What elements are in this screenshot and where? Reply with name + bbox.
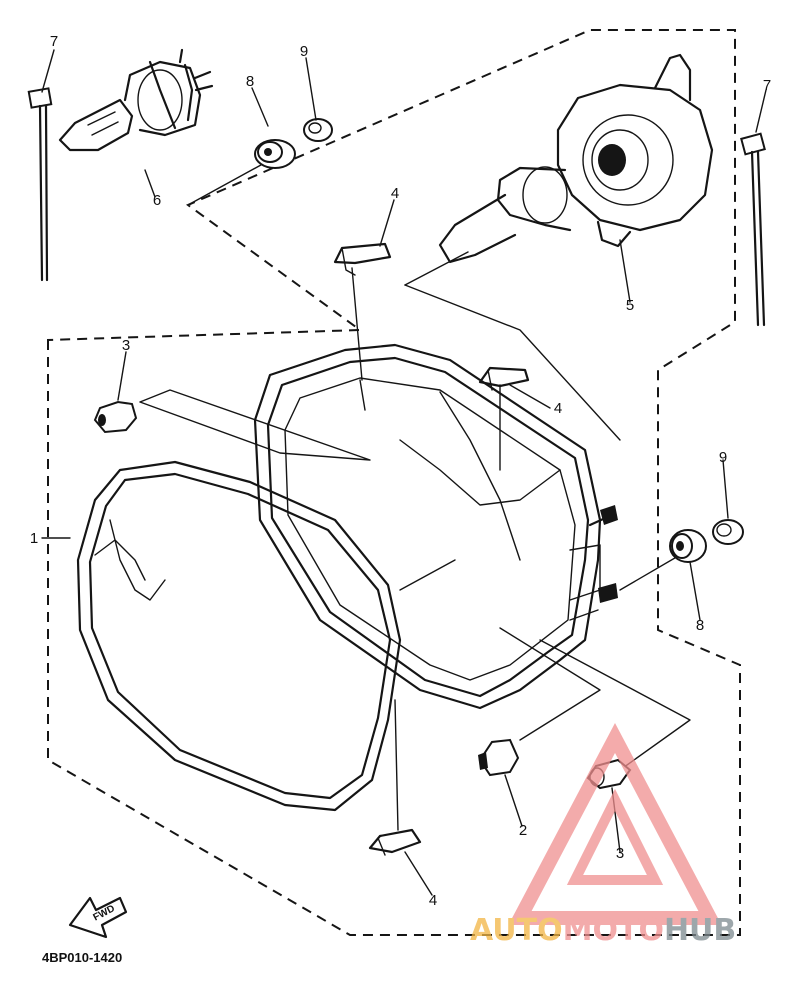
part-number-9-top: 9 [300,43,308,60]
part-number-3-right: 3 [616,845,624,862]
bulb-socket [438,53,714,264]
clip-middle [478,366,530,391]
position-bulb-left [93,400,138,434]
part-number-2: 2 [519,822,527,839]
part-number-9-right: 9 [719,449,727,466]
assembly-boundary-dashed [47,29,741,936]
cable-tie-right [740,132,766,327]
clip-upper [333,242,392,276]
part-number-4-middle: 4 [554,400,562,417]
diagram-code: 4BP010-1420 [42,950,122,965]
part-number-7-right: 7 [763,77,771,94]
headlight-housing [253,343,618,710]
forward-arrow: FWD [68,896,128,939]
part-number-7-left: 7 [50,33,58,50]
watermark-logo-triangle [508,723,722,925]
part-number-5: 5 [626,297,634,314]
clip-lower [368,828,422,856]
part-number-3-left: 3 [122,337,130,354]
nut-right [712,519,744,545]
part-number-6: 6 [153,192,161,209]
part-number-4-top: 4 [391,185,399,202]
watermark-text-auto: AUTO [470,913,563,948]
part-number-4-bottom: 4 [429,892,437,909]
cable-tie-left [27,87,53,282]
part-number-8-right: 8 [696,617,704,634]
part-number-1: 1 [30,530,38,547]
socket-small [478,738,520,777]
watermark: AUTOMOTOHUB [470,723,736,948]
watermark-text: AUTOMOTOHUB [470,913,736,948]
callout-leaders [41,49,767,896]
watermark-text-moto: MOTO [563,913,664,948]
grommet-right [669,529,707,563]
part-number-8-top: 8 [246,73,254,90]
halogen-bulb [58,48,214,152]
nut-top [303,118,333,142]
headlight-lens [76,460,402,812]
reference-lines [139,159,691,831]
part-number-labels: 7 6 8 9 4 5 7 3 4 9 1 8 2 3 4 [30,33,771,909]
watermark-text-hub: HUB [664,913,736,948]
grommet-top [254,139,296,169]
